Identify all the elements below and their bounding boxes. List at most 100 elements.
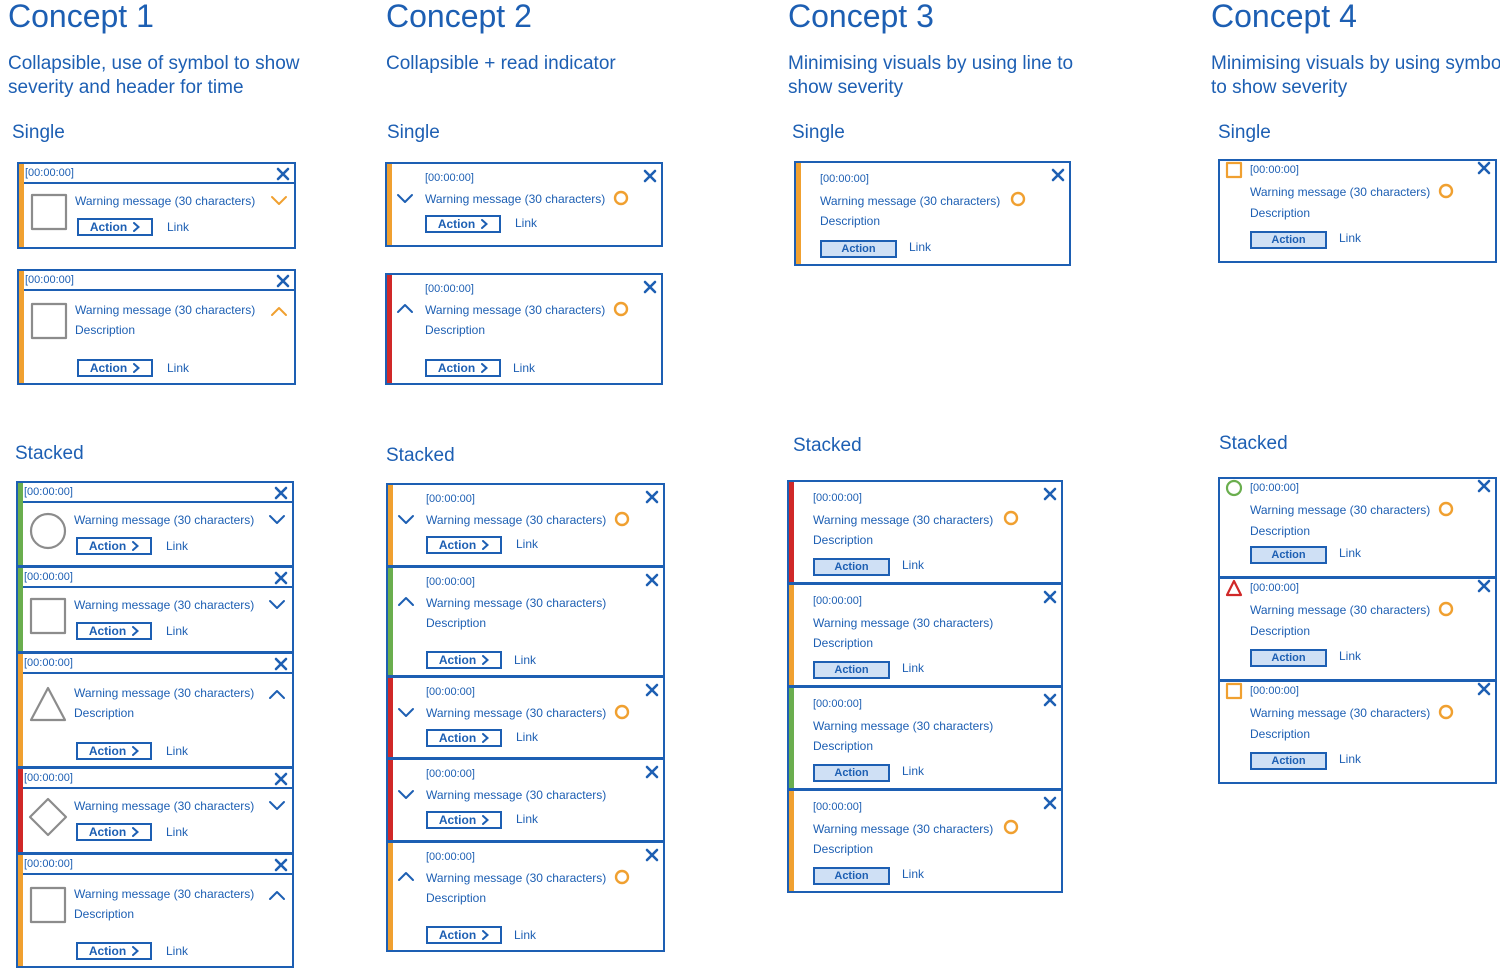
action-button[interactable]: Action xyxy=(76,622,152,640)
action-button[interactable]: Action xyxy=(813,558,890,576)
link[interactable]: Link xyxy=(166,944,189,958)
link[interactable]: Link xyxy=(167,361,190,375)
unread-indicator-icon xyxy=(613,301,629,317)
chevron-up-icon[interactable] xyxy=(268,889,286,901)
link[interactable]: Link xyxy=(166,825,189,839)
timestamp: [00:00:00] xyxy=(24,571,73,583)
close-icon[interactable] xyxy=(276,274,290,288)
description: Description xyxy=(426,891,487,905)
link[interactable]: Link xyxy=(1339,649,1362,663)
close-icon[interactable] xyxy=(1043,693,1057,707)
action-button[interactable]: Action xyxy=(425,359,501,377)
chevron-down-icon[interactable] xyxy=(397,789,415,801)
close-icon[interactable] xyxy=(274,657,288,671)
close-icon[interactable] xyxy=(274,858,288,872)
description: Description xyxy=(75,323,136,337)
close-icon[interactable] xyxy=(1477,161,1491,175)
action-button[interactable]: Action xyxy=(813,867,890,885)
close-icon[interactable] xyxy=(643,169,657,183)
close-icon[interactable] xyxy=(645,490,659,504)
action-button-label: Action xyxy=(89,361,128,375)
c1-notification-card: [00:00:00]Warning message (30 characters… xyxy=(16,481,294,567)
chevron-down-icon[interactable] xyxy=(268,599,286,611)
close-icon[interactable] xyxy=(1051,168,1065,182)
action-button[interactable]: Action xyxy=(76,537,152,555)
close-icon[interactable] xyxy=(274,772,288,786)
close-icon[interactable] xyxy=(1477,479,1491,493)
link[interactable]: Link xyxy=(902,558,925,572)
chevron-down-icon[interactable] xyxy=(397,707,415,719)
close-icon[interactable] xyxy=(1477,579,1491,593)
link[interactable]: Link xyxy=(516,730,539,744)
link[interactable]: Link xyxy=(514,653,537,667)
action-button[interactable]: Action xyxy=(1250,546,1327,564)
chevron-up-icon[interactable] xyxy=(397,870,415,882)
severity-line xyxy=(789,791,794,891)
chevron-down-icon[interactable] xyxy=(268,800,286,812)
chevron-up-icon[interactable] xyxy=(396,302,414,314)
action-button[interactable]: Action xyxy=(76,942,152,960)
close-icon[interactable] xyxy=(645,683,659,697)
link[interactable]: Link xyxy=(166,539,189,553)
chevron-up-icon[interactable] xyxy=(397,595,415,607)
warning-message: Warning message (30 characters) xyxy=(425,303,606,317)
close-icon[interactable] xyxy=(1043,590,1057,604)
c2-notification-card: [00:00:00]Warning message (30 characters… xyxy=(385,273,663,385)
severity-line xyxy=(19,271,24,383)
action-button-label: Action xyxy=(88,825,127,839)
chevron-down-icon[interactable] xyxy=(268,514,286,526)
link[interactable]: Link xyxy=(1339,752,1362,766)
link[interactable]: Link xyxy=(909,240,932,254)
description: Description xyxy=(813,739,874,753)
action-button[interactable]: Action xyxy=(426,811,502,829)
link[interactable]: Link xyxy=(516,537,539,551)
description: Description xyxy=(425,323,486,337)
action-button[interactable]: Action xyxy=(76,742,152,760)
close-icon[interactable] xyxy=(274,486,288,500)
action-button[interactable]: Action xyxy=(820,240,897,258)
chevron-down-icon[interactable] xyxy=(397,514,415,526)
link[interactable]: Link xyxy=(515,216,538,230)
warning-message: Warning message (30 characters) xyxy=(820,194,1001,208)
close-icon[interactable] xyxy=(1043,487,1057,501)
link[interactable]: Link xyxy=(902,764,925,778)
action-button[interactable]: Action xyxy=(813,764,890,782)
chevron-down-icon[interactable] xyxy=(270,195,288,207)
close-icon[interactable] xyxy=(643,280,657,294)
action-button[interactable]: Action xyxy=(77,218,153,236)
close-icon[interactable] xyxy=(274,571,288,585)
unread-indicator-icon xyxy=(614,704,630,720)
action-button[interactable]: Action xyxy=(426,729,502,747)
action-button[interactable]: Action xyxy=(76,823,152,841)
action-button[interactable]: Action xyxy=(426,926,502,944)
link[interactable]: Link xyxy=(1339,546,1362,560)
link[interactable]: Link xyxy=(513,361,536,375)
link[interactable]: Link xyxy=(166,624,189,638)
link[interactable]: Link xyxy=(514,928,537,942)
close-icon[interactable] xyxy=(645,573,659,587)
link[interactable]: Link xyxy=(167,220,190,234)
chevron-down-icon[interactable] xyxy=(396,193,414,205)
close-icon[interactable] xyxy=(276,167,290,181)
action-button[interactable]: Action xyxy=(425,215,501,233)
close-icon[interactable] xyxy=(645,765,659,779)
close-icon[interactable] xyxy=(645,848,659,862)
severity-line xyxy=(19,164,24,247)
action-button[interactable]: Action xyxy=(426,536,502,554)
action-button[interactable]: Action xyxy=(1250,649,1327,667)
link[interactable]: Link xyxy=(516,812,539,826)
timestamp: [00:00:00] xyxy=(426,686,475,698)
close-icon[interactable] xyxy=(1477,682,1491,696)
link[interactable]: Link xyxy=(902,661,925,675)
close-icon[interactable] xyxy=(1043,796,1057,810)
action-button[interactable]: Action xyxy=(77,359,153,377)
chevron-up-icon[interactable] xyxy=(270,305,288,317)
link[interactable]: Link xyxy=(166,744,189,758)
action-button[interactable]: Action xyxy=(1250,752,1327,770)
action-button[interactable]: Action xyxy=(1250,231,1327,249)
action-button[interactable]: Action xyxy=(426,651,502,669)
link[interactable]: Link xyxy=(1339,231,1362,245)
action-button[interactable]: Action xyxy=(813,661,890,679)
chevron-up-icon[interactable] xyxy=(268,688,286,700)
link[interactable]: Link xyxy=(902,867,925,881)
